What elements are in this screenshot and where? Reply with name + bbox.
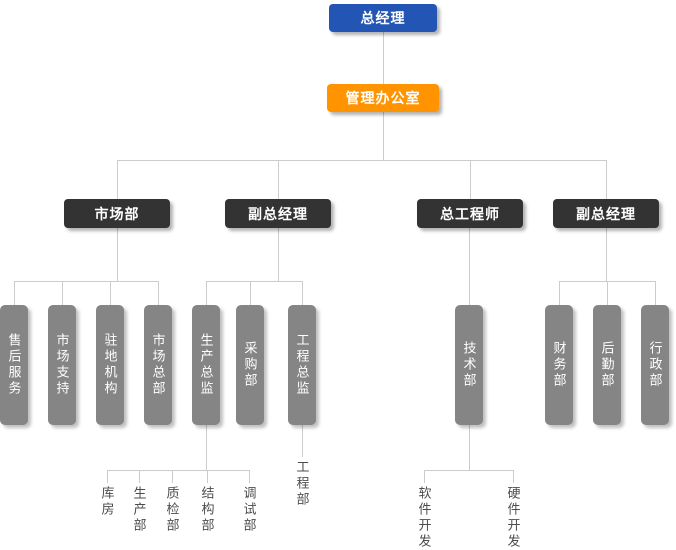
connector (250, 281, 251, 305)
connector (206, 425, 207, 470)
connector (117, 228, 118, 281)
node-label: 工程总监 (294, 333, 310, 397)
node-market-hq: 市场总部 (144, 305, 172, 425)
connector (110, 281, 111, 305)
connector (424, 470, 425, 483)
node-label: 结构部 (199, 486, 215, 534)
connector (607, 281, 608, 305)
connector (207, 470, 208, 483)
node-deputy-gm-1: 副总经理 (225, 199, 331, 228)
node-technology-dept: 技术部 (455, 305, 483, 425)
node-deputy-gm-2: 副总经理 (553, 199, 659, 228)
connector (606, 228, 607, 281)
node-label: 库房 (99, 486, 115, 518)
node-label: 硬件开发 (505, 486, 521, 550)
connector (172, 470, 173, 483)
node-label: 市场总部 (150, 333, 166, 397)
node-label: 软件开发 (416, 486, 432, 550)
node-label: 财务部 (551, 341, 567, 389)
node-label: 技术部 (461, 341, 477, 389)
connector (206, 281, 303, 282)
connector (14, 281, 15, 305)
connector (424, 470, 514, 471)
connector (107, 470, 108, 483)
node-label: 采购部 (242, 341, 258, 389)
connector (606, 160, 607, 199)
node-marketing-dept: 市场部 (64, 199, 170, 228)
connector (302, 281, 303, 305)
node-administration-dept: 行政部 (641, 305, 669, 425)
connector (107, 470, 250, 471)
connector (158, 281, 159, 305)
connector (117, 160, 118, 199)
node-engineering-director: 工程总监 (288, 305, 316, 425)
connector (302, 425, 303, 457)
connector (655, 281, 656, 305)
connector (559, 281, 560, 305)
node-quality-inspection-dept: 质检部 (162, 486, 182, 534)
connector (513, 470, 514, 483)
node-label: 驻地机构 (102, 333, 118, 397)
connector (470, 160, 471, 199)
node-engineering-dept: 工程部 (292, 460, 312, 508)
node-resident-offices: 驻地机构 (96, 305, 124, 425)
node-hardware-development: 硬件开发 (503, 486, 523, 550)
connector (383, 112, 384, 160)
node-label: 市场支持 (54, 333, 70, 397)
node-finance-dept: 财务部 (545, 305, 573, 425)
node-debugging-dept: 调试部 (239, 486, 259, 534)
node-label: 售后服务 (6, 333, 22, 397)
node-purchasing-dept: 采购部 (236, 305, 264, 425)
connector (117, 160, 607, 161)
connector (278, 228, 279, 281)
connector (469, 228, 470, 305)
connector (206, 281, 207, 305)
node-warehouse: 库房 (97, 486, 117, 518)
node-logistics-dept: 后勤部 (593, 305, 621, 425)
connector (139, 470, 140, 483)
node-market-support: 市场支持 (48, 305, 76, 425)
node-label: 工程部 (294, 460, 310, 508)
node-label: 生产总监 (198, 333, 214, 397)
connector (14, 281, 159, 282)
node-label: 质检部 (164, 486, 180, 534)
node-label: 生产部 (131, 486, 147, 534)
connector (469, 425, 470, 470)
node-structure-dept: 结构部 (197, 486, 217, 534)
node-general-manager: 总经理 (329, 4, 437, 32)
connector (62, 281, 63, 305)
node-software-development: 软件开发 (414, 486, 434, 550)
node-label: 后勤部 (599, 341, 615, 389)
node-label: 行政部 (647, 341, 663, 389)
node-management-office: 管理办公室 (327, 84, 439, 112)
node-label: 调试部 (241, 486, 257, 534)
node-production-dept: 生产部 (129, 486, 149, 534)
connector (249, 470, 250, 483)
connector (383, 32, 384, 84)
node-chief-engineer: 总工程师 (417, 199, 523, 228)
node-after-sales-service: 售后服务 (0, 305, 28, 425)
node-production-director: 生产总监 (192, 305, 220, 425)
connector (278, 160, 279, 199)
